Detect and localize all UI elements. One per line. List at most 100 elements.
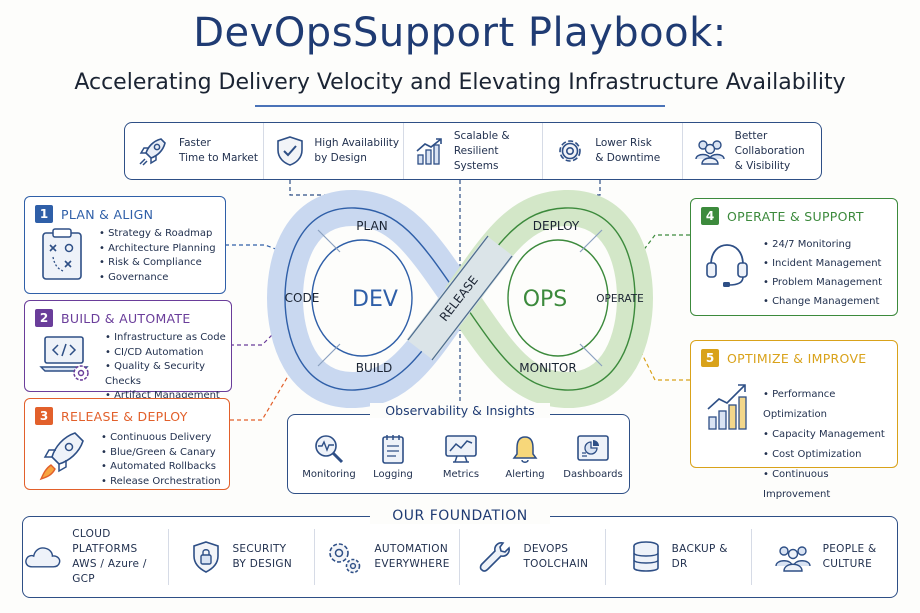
- obs-item-alerting: Alerting: [492, 433, 558, 480]
- list-item: Release Orchestration: [101, 475, 221, 490]
- plan-label: PLAN: [356, 219, 387, 233]
- shield-check-icon: [277, 136, 304, 166]
- headset-icon: [706, 244, 748, 287]
- benefit-lower-risk: Lower Risk & Downtime: [543, 123, 683, 179]
- observability-panel: Monitoring Logging Metrics Alerting: [287, 414, 630, 494]
- list-item: Infrastructure as Code: [105, 331, 231, 346]
- phase-number: 5: [701, 349, 719, 367]
- benefit-line1: Faster: [179, 137, 211, 149]
- shield-lock-icon: [193, 541, 220, 573]
- phase-title: PLAN & ALIGN: [61, 206, 154, 222]
- benefit-line1: Better Collaboration: [734, 129, 805, 157]
- obs-label: Logging: [373, 469, 413, 480]
- obs-label: Monitoring: [302, 469, 356, 480]
- foundation-line2: BY DESIGN: [232, 558, 293, 570]
- list-item: Cost Optimization: [763, 445, 897, 465]
- obs-label: Metrics: [442, 469, 480, 480]
- benefit-line1: Scalable &: [453, 129, 510, 142]
- benefit-line1: High Availability: [314, 137, 400, 149]
- benefit-line2: by Design: [314, 152, 367, 164]
- release-band: [406, 235, 514, 361]
- deploy-label: DEPLOY: [533, 219, 580, 233]
- bell-icon: [512, 436, 538, 463]
- obs-label: Dashboards: [563, 469, 623, 480]
- gears-icon: [329, 543, 361, 574]
- foundation-title: OUR FOUNDATION: [370, 508, 550, 524]
- list-item: Governance: [99, 271, 216, 286]
- phase-number: 1: [35, 205, 53, 223]
- phase-title: RELEASE & DEPLOY: [61, 408, 188, 424]
- list-item: Quality & Security Checks: [105, 360, 231, 389]
- benefit-line2: & Downtime: [595, 152, 661, 164]
- list-item: Capacity Management: [763, 425, 897, 445]
- ops-loop-band: [445, 190, 654, 408]
- people-icon: [774, 546, 811, 572]
- dev-label: DEV: [352, 287, 398, 312]
- foundation-line1: BACKUP &: [671, 543, 728, 555]
- list-item: Automated Rollbacks: [101, 460, 221, 475]
- bar-growth-icon: [707, 384, 747, 430]
- monitor-chart-icon: [445, 435, 477, 463]
- phase-items: Infrastructure as Code CI/CD Automation …: [105, 331, 231, 404]
- obs-item-monitoring: Monitoring: [296, 433, 362, 480]
- code-label: CODE: [285, 291, 320, 305]
- phase-operate-support: 4 OPERATE & SUPPORT 24/7 Monitoring Inci…: [690, 198, 898, 316]
- growth-chart-icon: [416, 138, 442, 165]
- foundation-line2: CULTURE: [822, 558, 873, 570]
- foundation-line1: SECURITY: [232, 543, 287, 555]
- benefit-line2: Resilient Systems: [453, 144, 499, 172]
- phase-items: 24/7 Monitoring Incident Management Prob…: [763, 235, 882, 311]
- list-item: Architecture Planning: [99, 242, 215, 257]
- observability-title: Observability & Insights: [370, 403, 550, 418]
- benefit-line1: Lower Risk: [595, 137, 652, 149]
- phase-title: OPTIMIZE & IMPROVE: [727, 350, 867, 366]
- obs-item-dashboards: Dashboards: [560, 433, 626, 480]
- foundation-item-security: SECURITY BY DESIGN: [169, 529, 315, 585]
- phase-build-automate: 2 BUILD & AUTOMATE Infrastructure as Cod…: [24, 300, 232, 401]
- list-item: CI/CD Automation: [105, 346, 231, 361]
- page-title: DevOpsSupport Playbook:: [193, 10, 727, 56]
- list-item: 24/7 Monitoring: [763, 235, 882, 254]
- page-subtitle: Accelerating Delivery Velocity and Eleva…: [74, 70, 846, 95]
- list-item: Performance Optimization: [763, 385, 897, 425]
- benefit-line2: & Visibility: [734, 159, 791, 172]
- list-item: Risk & Compliance: [99, 256, 216, 271]
- phase-optimize-improve: 5 OPTIMIZE & IMPROVE Performance Optimiz…: [690, 340, 898, 500]
- notepad-icon: [382, 435, 404, 464]
- rocket-launch-icon: [39, 432, 84, 481]
- team-icon: [694, 140, 725, 165]
- obs-item-metrics: Metrics: [428, 433, 494, 480]
- phase-title: OPERATE & SUPPORT: [727, 208, 864, 224]
- phase-number: 2: [35, 309, 53, 327]
- build-label: BUILD: [356, 361, 392, 375]
- foundation-line2: TOOLCHAIN: [523, 558, 589, 570]
- foundation-line1: CLOUD PLATFORMS: [72, 528, 138, 555]
- monitor-label: MONITOR: [519, 361, 576, 375]
- release-label: RELEASE: [437, 273, 481, 324]
- foundation-item-backup: BACKUP & DR: [606, 529, 753, 585]
- phase-plan-align: 1 PLAN & ALIGN Strategy & Roadmap Archit…: [24, 196, 226, 294]
- wrench-icon: [480, 542, 511, 572]
- database-icon: [632, 541, 659, 572]
- benefit-scalable: Scalable & Resilient Systems: [404, 123, 544, 179]
- list-item: Incident Management: [763, 254, 882, 273]
- phase-items: Performance Optimization Capacity Manage…: [763, 385, 897, 505]
- ops-label: OPS: [523, 287, 568, 312]
- subtitle-underline: [255, 105, 665, 107]
- benefit-high-availability: High Availability by Design: [264, 123, 404, 179]
- benefit-line2: Time to Market: [179, 152, 259, 164]
- operate-label: OPERATE: [596, 293, 644, 305]
- benefit-collaboration: Better Collaboration & Visibility: [683, 123, 821, 179]
- list-item: Continuous Improvement: [763, 465, 897, 505]
- magnifier-pulse-icon: [315, 435, 344, 464]
- cloud-icon: [25, 547, 61, 568]
- phase-number: 3: [35, 407, 53, 425]
- list-item: Strategy & Roadmap: [99, 227, 216, 242]
- foundation-line2: DR: [671, 558, 688, 570]
- list-item: Blue/Green & Canary: [101, 446, 221, 461]
- foundation-line1: DEVOPS: [523, 543, 569, 555]
- foundation-item-people: PEOPLE &CULTURE: [752, 529, 897, 585]
